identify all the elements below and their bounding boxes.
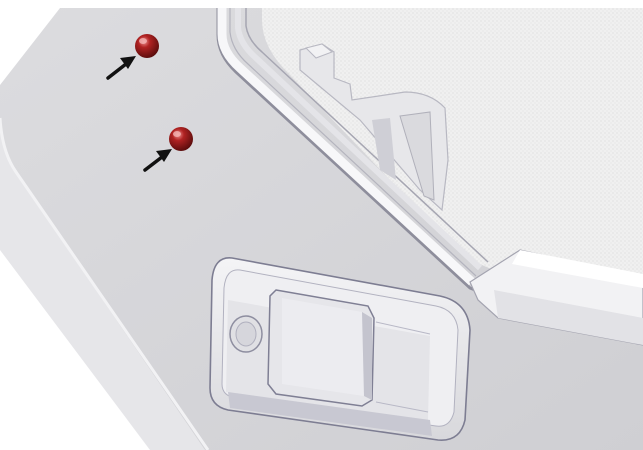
panel-edge-highlight	[0, 117, 210, 450]
window-frame-line	[229, 8, 477, 277]
arrow-icon	[106, 56, 136, 80]
arrow-icon	[143, 149, 172, 172]
latch-lower-lip	[228, 392, 432, 436]
callout-2	[143, 127, 193, 172]
latch-groove	[375, 321, 431, 335]
window-frame-line	[245, 8, 489, 263]
latch-groove	[375, 401, 429, 413]
window-frame	[217, 8, 476, 286]
catch-bracket-slot	[399, 111, 435, 201]
lock-button-inner	[235, 321, 257, 347]
red-dot-marker-icon	[135, 34, 159, 58]
window-glass	[262, 8, 643, 318]
latch-handle-edge	[362, 312, 372, 400]
catch-bracket-shade	[372, 118, 396, 180]
red-dot-marker-icon	[169, 127, 193, 151]
catch-bracket-tab	[305, 43, 333, 59]
latch-handle-face	[282, 298, 364, 396]
panel-bevel	[0, 118, 205, 450]
callout-1	[106, 34, 159, 80]
side-bar-top	[512, 250, 643, 288]
side-bar-face	[494, 290, 643, 345]
window-frame-inner	[235, 8, 483, 271]
